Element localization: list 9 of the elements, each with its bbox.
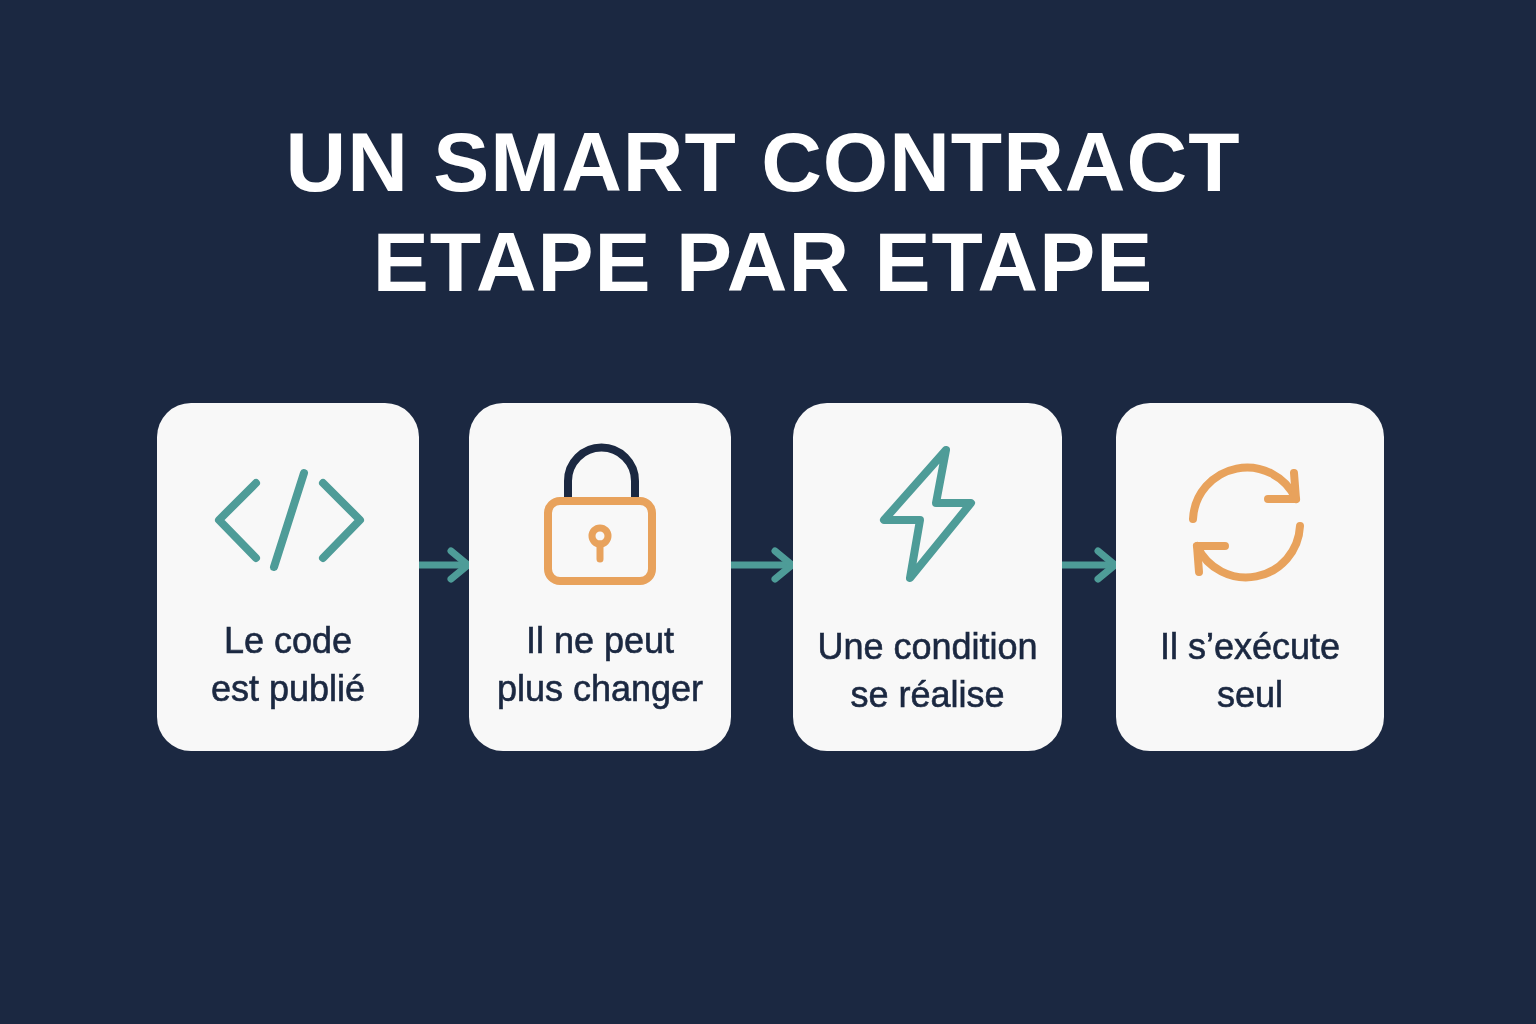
step-card [793, 403, 1062, 751]
step-label: Il s’exécute seul [1158, 625, 1342, 717]
step-card [157, 403, 419, 751]
step-card [469, 403, 731, 751]
step-label: Il ne peut plus changer [495, 619, 705, 711]
title: UN SMART CONTRACT ETAPE PAR ETAPE [284, 114, 1242, 311]
step-card [1116, 403, 1384, 751]
step-label: Une condition se réalise [816, 625, 1039, 717]
step-label: Le code est publié [209, 619, 367, 711]
